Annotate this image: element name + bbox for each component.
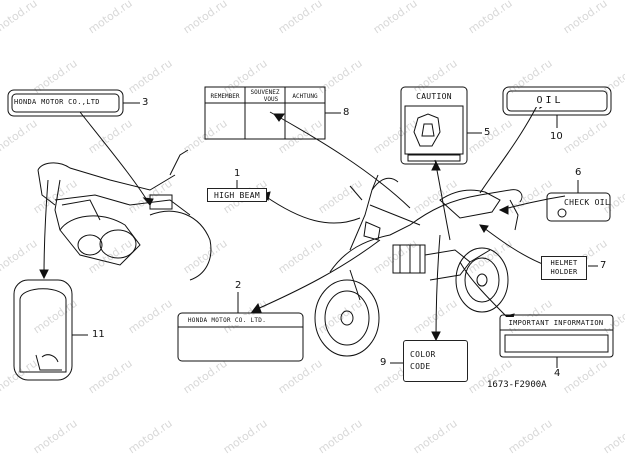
label-9-line2: CODE <box>410 362 431 371</box>
callout-8: 8 <box>343 107 350 118</box>
callout-4: 4 <box>554 368 561 379</box>
motorcycle-left-illustration <box>37 149 212 281</box>
label-9-box: COLOR CODE <box>403 340 468 382</box>
label-2-text: HONDA MOTOR CO. LTD. <box>182 315 272 325</box>
label-4-text: IMPORTANT INFORMATION <box>502 317 610 328</box>
label-3-inner <box>11 93 120 113</box>
label-1-text: HIGH BEAM <box>207 188 267 202</box>
label-6-text: CHECK OIL <box>563 197 611 207</box>
leader-lines <box>43 99 566 339</box>
label-10-text: OIL <box>520 93 580 107</box>
caution-pictogram <box>413 113 441 147</box>
callout-11: 11 <box>92 329 105 340</box>
label-8-col3: ACHTUNG <box>292 93 318 100</box>
label-8-col2a: SOUVENEZ <box>250 89 280 96</box>
label-7-line2: HOLDER <box>550 268 578 276</box>
label-11-shape <box>13 279 73 381</box>
label-2-shape <box>177 312 304 362</box>
callout-9: 9 <box>380 357 387 368</box>
label-8-col2b: VOUS <box>263 96 279 103</box>
label-5-shape <box>400 86 468 165</box>
label-9-line1: COLOR <box>410 350 436 359</box>
label-5-text: CAUTION <box>404 91 464 102</box>
callout-2: 2 <box>235 280 242 291</box>
label-10-inner <box>506 90 608 112</box>
callout-5: 5 <box>484 127 491 138</box>
arrow-heads <box>39 96 547 342</box>
callout-6: 6 <box>575 167 582 178</box>
label-8-col1: REMEMBER <box>210 93 240 100</box>
label-7-box: HELMET HOLDER <box>541 256 587 280</box>
callout-7: 7 <box>600 260 607 271</box>
label-3-text: HONDA MOTOR CO.,LTD <box>14 96 100 108</box>
callout-1: 1 <box>234 168 241 179</box>
motorcycle-right-illustration <box>314 174 523 357</box>
callout-10: 10 <box>550 131 563 142</box>
label-7-line1: HELMET <box>550 259 578 267</box>
drawing-code: 1673-F2900A <box>487 380 547 390</box>
callout-3: 3 <box>142 97 149 108</box>
